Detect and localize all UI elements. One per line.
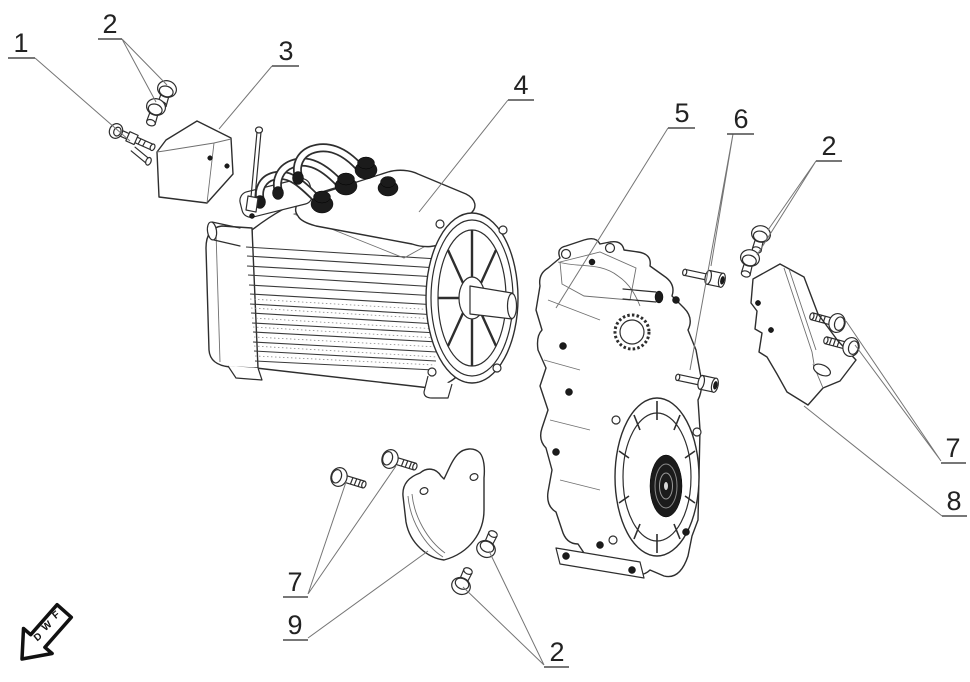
screws-upper-left xyxy=(140,77,180,130)
callout-2-upper-left: 2 xyxy=(98,9,168,103)
callout-label: 4 xyxy=(513,70,528,100)
callout-label: 3 xyxy=(278,36,293,66)
callout-label: 5 xyxy=(674,98,689,128)
callout-1: 1 xyxy=(8,28,131,142)
motor-fin-texture xyxy=(249,298,439,366)
callout-7-right: 7 xyxy=(845,320,966,464)
lower-support-bracket xyxy=(402,448,486,561)
callout-5: 5 xyxy=(555,98,695,309)
motor-rear-lug-cap xyxy=(206,221,218,241)
callout-2-lower: 2 xyxy=(462,550,569,668)
callout-label: 1 xyxy=(13,28,28,58)
callout-2-upper-right: 2 xyxy=(756,131,842,256)
gearbox xyxy=(535,237,703,579)
bracket-slot xyxy=(812,363,832,377)
fwd-letter-f: F xyxy=(50,609,62,621)
motor-front-foot xyxy=(423,375,453,399)
stud-fastener xyxy=(108,123,156,166)
callout-4: 4 xyxy=(418,70,534,213)
flange-ribs xyxy=(618,401,696,553)
callout-7-lower: 7 xyxy=(283,465,397,598)
callout-label: 6 xyxy=(733,104,748,134)
callout-label: 7 xyxy=(945,433,960,463)
callout-3: 3 xyxy=(218,36,299,130)
electric-motor xyxy=(205,126,519,399)
gearbox-ear-hole xyxy=(604,242,616,254)
terminal-posts xyxy=(310,156,399,214)
bracket-hole xyxy=(419,487,429,495)
mount-wedge-bracket xyxy=(156,120,234,204)
breather-stud xyxy=(245,126,264,219)
output-flange xyxy=(608,397,702,557)
callout-label: 7 xyxy=(287,567,302,597)
bracket-hole xyxy=(469,473,479,481)
callout-6: 6 xyxy=(689,104,754,371)
motor-rear-foot xyxy=(227,365,263,381)
motor-cooling-fins xyxy=(245,246,439,371)
fwd-arrow-outline xyxy=(20,602,74,661)
motor-rear-lug xyxy=(211,221,241,247)
motor-cables xyxy=(254,143,365,209)
callout-9: 9 xyxy=(283,550,429,641)
callout-8: 8 xyxy=(803,405,967,517)
callout-label: 9 xyxy=(287,610,302,640)
callout-label: 2 xyxy=(102,9,117,39)
callout-label: 2 xyxy=(821,131,836,161)
callout-label: 2 xyxy=(549,637,564,667)
gearbox-bottom-bar xyxy=(555,547,645,579)
fwd-direction-arrow: F W D xyxy=(20,602,74,661)
motor-front-face xyxy=(425,212,519,384)
gearbox-ear-hole xyxy=(560,248,572,260)
side-support-bracket xyxy=(750,263,862,406)
callout-label: 8 xyxy=(946,486,961,516)
